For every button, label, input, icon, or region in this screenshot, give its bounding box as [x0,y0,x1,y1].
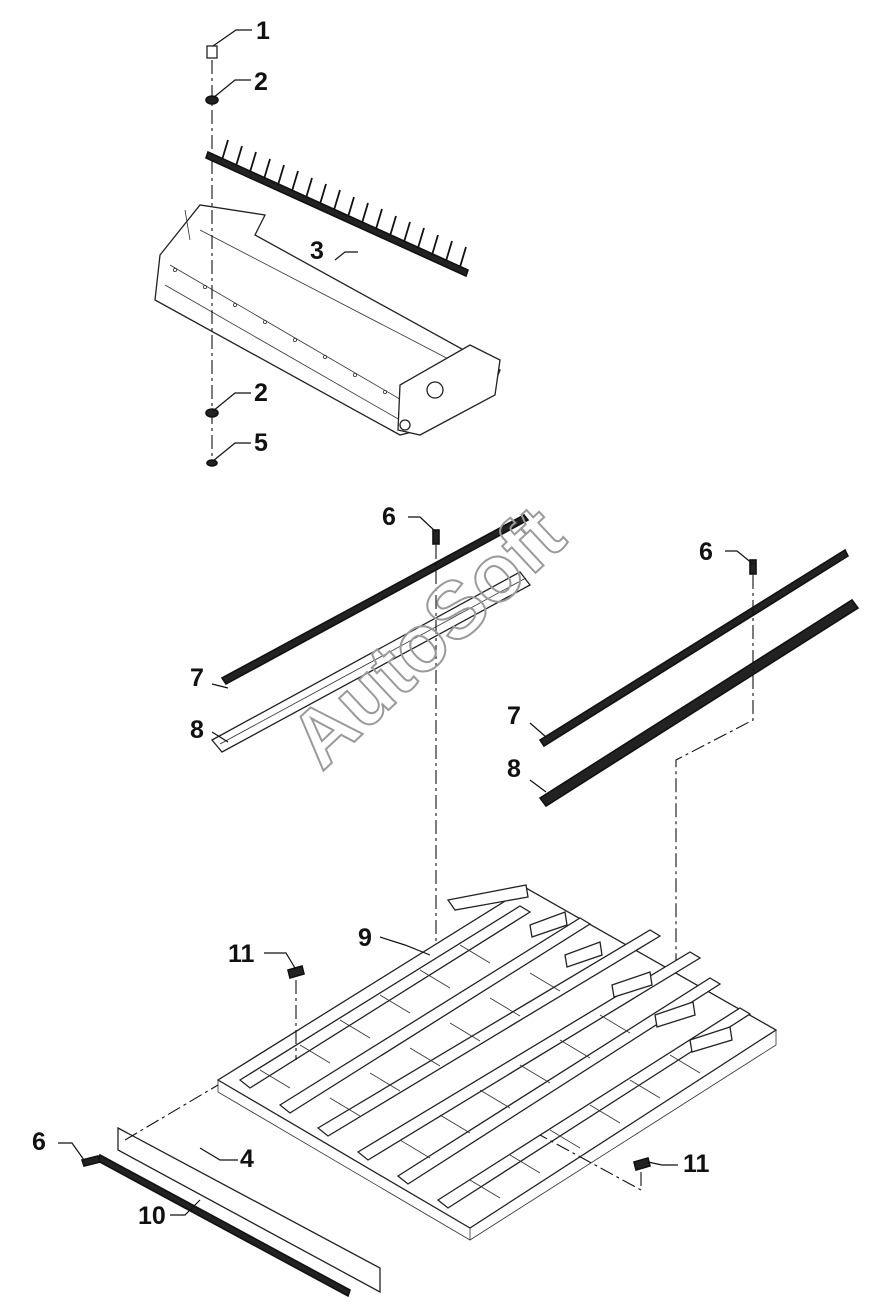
bolt-1 [206,45,218,59]
callout-10: 10 [138,1202,166,1230]
strip-axis-lower [124,1084,219,1141]
strip-4 [117,1126,381,1294]
callout-1: 1 [256,17,270,45]
leader-lines [58,29,754,1216]
callout-3: 3 [310,237,324,265]
strip-7-left [220,513,530,686]
strip-8-right [538,598,860,808]
clip-11-right [633,1157,651,1171]
clip-axis-right [539,1134,642,1191]
tine-bar [205,139,469,278]
callout-5: 5 [254,429,268,457]
fastener-axis-right [675,575,754,1085]
grain-pan [216,884,778,1241]
callout-9: 9 [358,924,372,952]
callout-2-bottom: 2 [254,379,268,407]
clip-11-left [287,965,305,979]
callout-7-right: 7 [507,702,521,730]
bolt-6-right [749,559,757,575]
nut-5 [206,459,218,467]
callout-11-left: 11 [228,940,255,968]
callout-6-right: 6 [699,538,713,566]
callout-11-right: 11 [683,1150,710,1178]
callout-2-top: 2 [254,68,268,96]
callout-8-left: 8 [190,716,204,744]
frame-assembly [154,204,501,436]
callout-4: 4 [240,1145,254,1173]
strip-7-right [538,548,850,748]
callout-6-lower-left: 6 [32,1128,46,1156]
washer-2-bottom [205,408,219,418]
callout-6-mid: 6 [382,503,396,531]
bolt-6-lower-left [80,1155,102,1167]
callout-7-left: 7 [190,664,204,692]
strip-10 [97,1153,351,1298]
watermark: AutoSoft [273,489,581,784]
callout-labels: 1 2 3 2 5 6 6 7 8 7 8 9 11 6 4 11 10 [32,17,713,1230]
strip-8-left [210,571,531,753]
washer-2-top [205,95,219,105]
bolt-6-mid [432,529,440,545]
callout-8-right: 8 [507,755,521,783]
